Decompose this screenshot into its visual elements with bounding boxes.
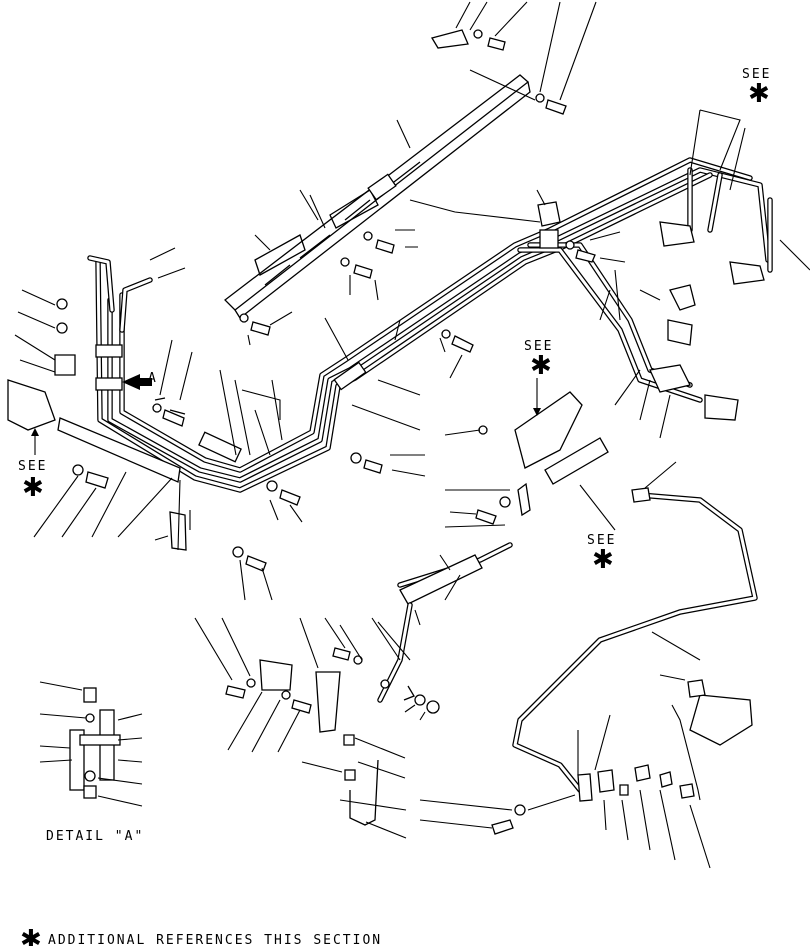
leader-lines-upper <box>219 119 421 456</box>
reference-star-icon: ✱ <box>22 473 44 503</box>
see-label: SEE <box>742 67 771 82</box>
main-pipe-bundle <box>87 157 773 493</box>
reservoir-tank <box>419 631 753 869</box>
mid-hardware <box>239 189 626 379</box>
see-callout-lower-right: SEE ✱ <box>587 533 616 575</box>
right-valve-components <box>599 109 810 439</box>
upper-frame-rail <box>224 74 531 319</box>
top-bracket-hardware <box>430 1 597 115</box>
footer-note: ADDITIONAL REFERENCES THIS SECTION <box>48 933 382 946</box>
detail-a-view <box>39 681 143 807</box>
left-bracket-assembly <box>7 247 193 551</box>
center-bracket-assembly <box>232 391 616 601</box>
see-callout-top-right: SEE ✱ <box>742 67 771 109</box>
reference-star-icon: ✱ <box>530 351 552 381</box>
detail-a-arrow: A <box>122 371 158 390</box>
see-callout-center: SEE ✱ <box>524 339 553 416</box>
see-label: SEE <box>587 533 616 548</box>
see-label: SEE <box>524 339 553 354</box>
see-label: SEE <box>18 459 47 474</box>
detail-a-label: DETAIL "A" <box>46 829 144 844</box>
pipe-clamps <box>95 173 559 463</box>
see-callout-left: SEE ✱ <box>18 428 47 503</box>
lower-hose-run <box>371 461 758 793</box>
arrow-a-label: A <box>148 371 158 386</box>
lower-center-hardware <box>194 617 440 839</box>
reference-star-icon: ✱ <box>592 545 614 575</box>
footer-reference-star-icon: ✱ <box>20 925 42 946</box>
reference-star-icon: ✱ <box>748 79 770 109</box>
